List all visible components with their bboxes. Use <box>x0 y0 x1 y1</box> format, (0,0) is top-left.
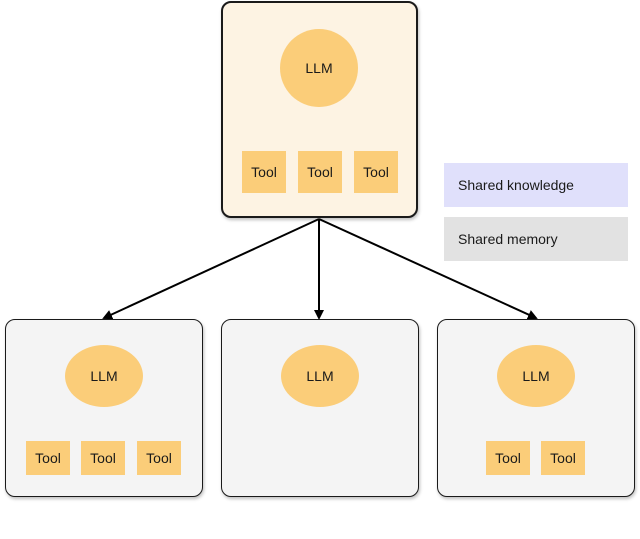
tool-label: Tool <box>495 450 521 466</box>
sub-agent-center-box: LLM <box>221 319 419 497</box>
llm-label: LLM <box>305 60 333 76</box>
main-agent-box: LLM Tool Tool Tool <box>221 1 418 218</box>
llm-label: LLM <box>90 368 118 384</box>
tool-label: Tool <box>550 450 576 466</box>
sub-agent-center-llm: LLM <box>281 345 359 407</box>
arrow-to-right-agent <box>318 218 538 320</box>
llm-label: LLM <box>522 368 550 384</box>
sub-agent-right-tool-2: Tool <box>541 441 585 475</box>
tool-label: Tool <box>90 450 116 466</box>
tool-label: Tool <box>251 164 277 180</box>
tool-label: Tool <box>307 164 333 180</box>
tool-label: Tool <box>363 164 389 180</box>
sub-agent-left-box: LLM Tool Tool Tool <box>5 319 203 497</box>
sub-agent-left-llm: LLM <box>65 345 143 407</box>
sub-agent-left-tool-1: Tool <box>26 441 70 475</box>
sub-agent-right-tool-1: Tool <box>486 441 530 475</box>
main-agent-tool-1: Tool <box>242 151 286 193</box>
main-agent-tool-3: Tool <box>354 151 398 193</box>
shared-memory-legend: Shared memory <box>444 217 628 261</box>
shared-knowledge-label: Shared knowledge <box>458 177 574 193</box>
arrow-to-left-agent <box>102 218 320 320</box>
tool-label: Tool <box>146 450 172 466</box>
tool-label: Tool <box>35 450 61 466</box>
sub-agent-left-tool-3: Tool <box>137 441 181 475</box>
llm-label: LLM <box>306 368 334 384</box>
main-agent-llm: LLM <box>280 29 358 107</box>
shared-knowledge-legend: Shared knowledge <box>444 163 628 207</box>
main-agent-tool-2: Tool <box>298 151 342 193</box>
shared-memory-label: Shared memory <box>458 231 558 247</box>
sub-agent-right-box: LLM Tool Tool <box>437 319 635 497</box>
sub-agent-right-llm: LLM <box>497 345 575 407</box>
sub-agent-left-tool-2: Tool <box>81 441 125 475</box>
